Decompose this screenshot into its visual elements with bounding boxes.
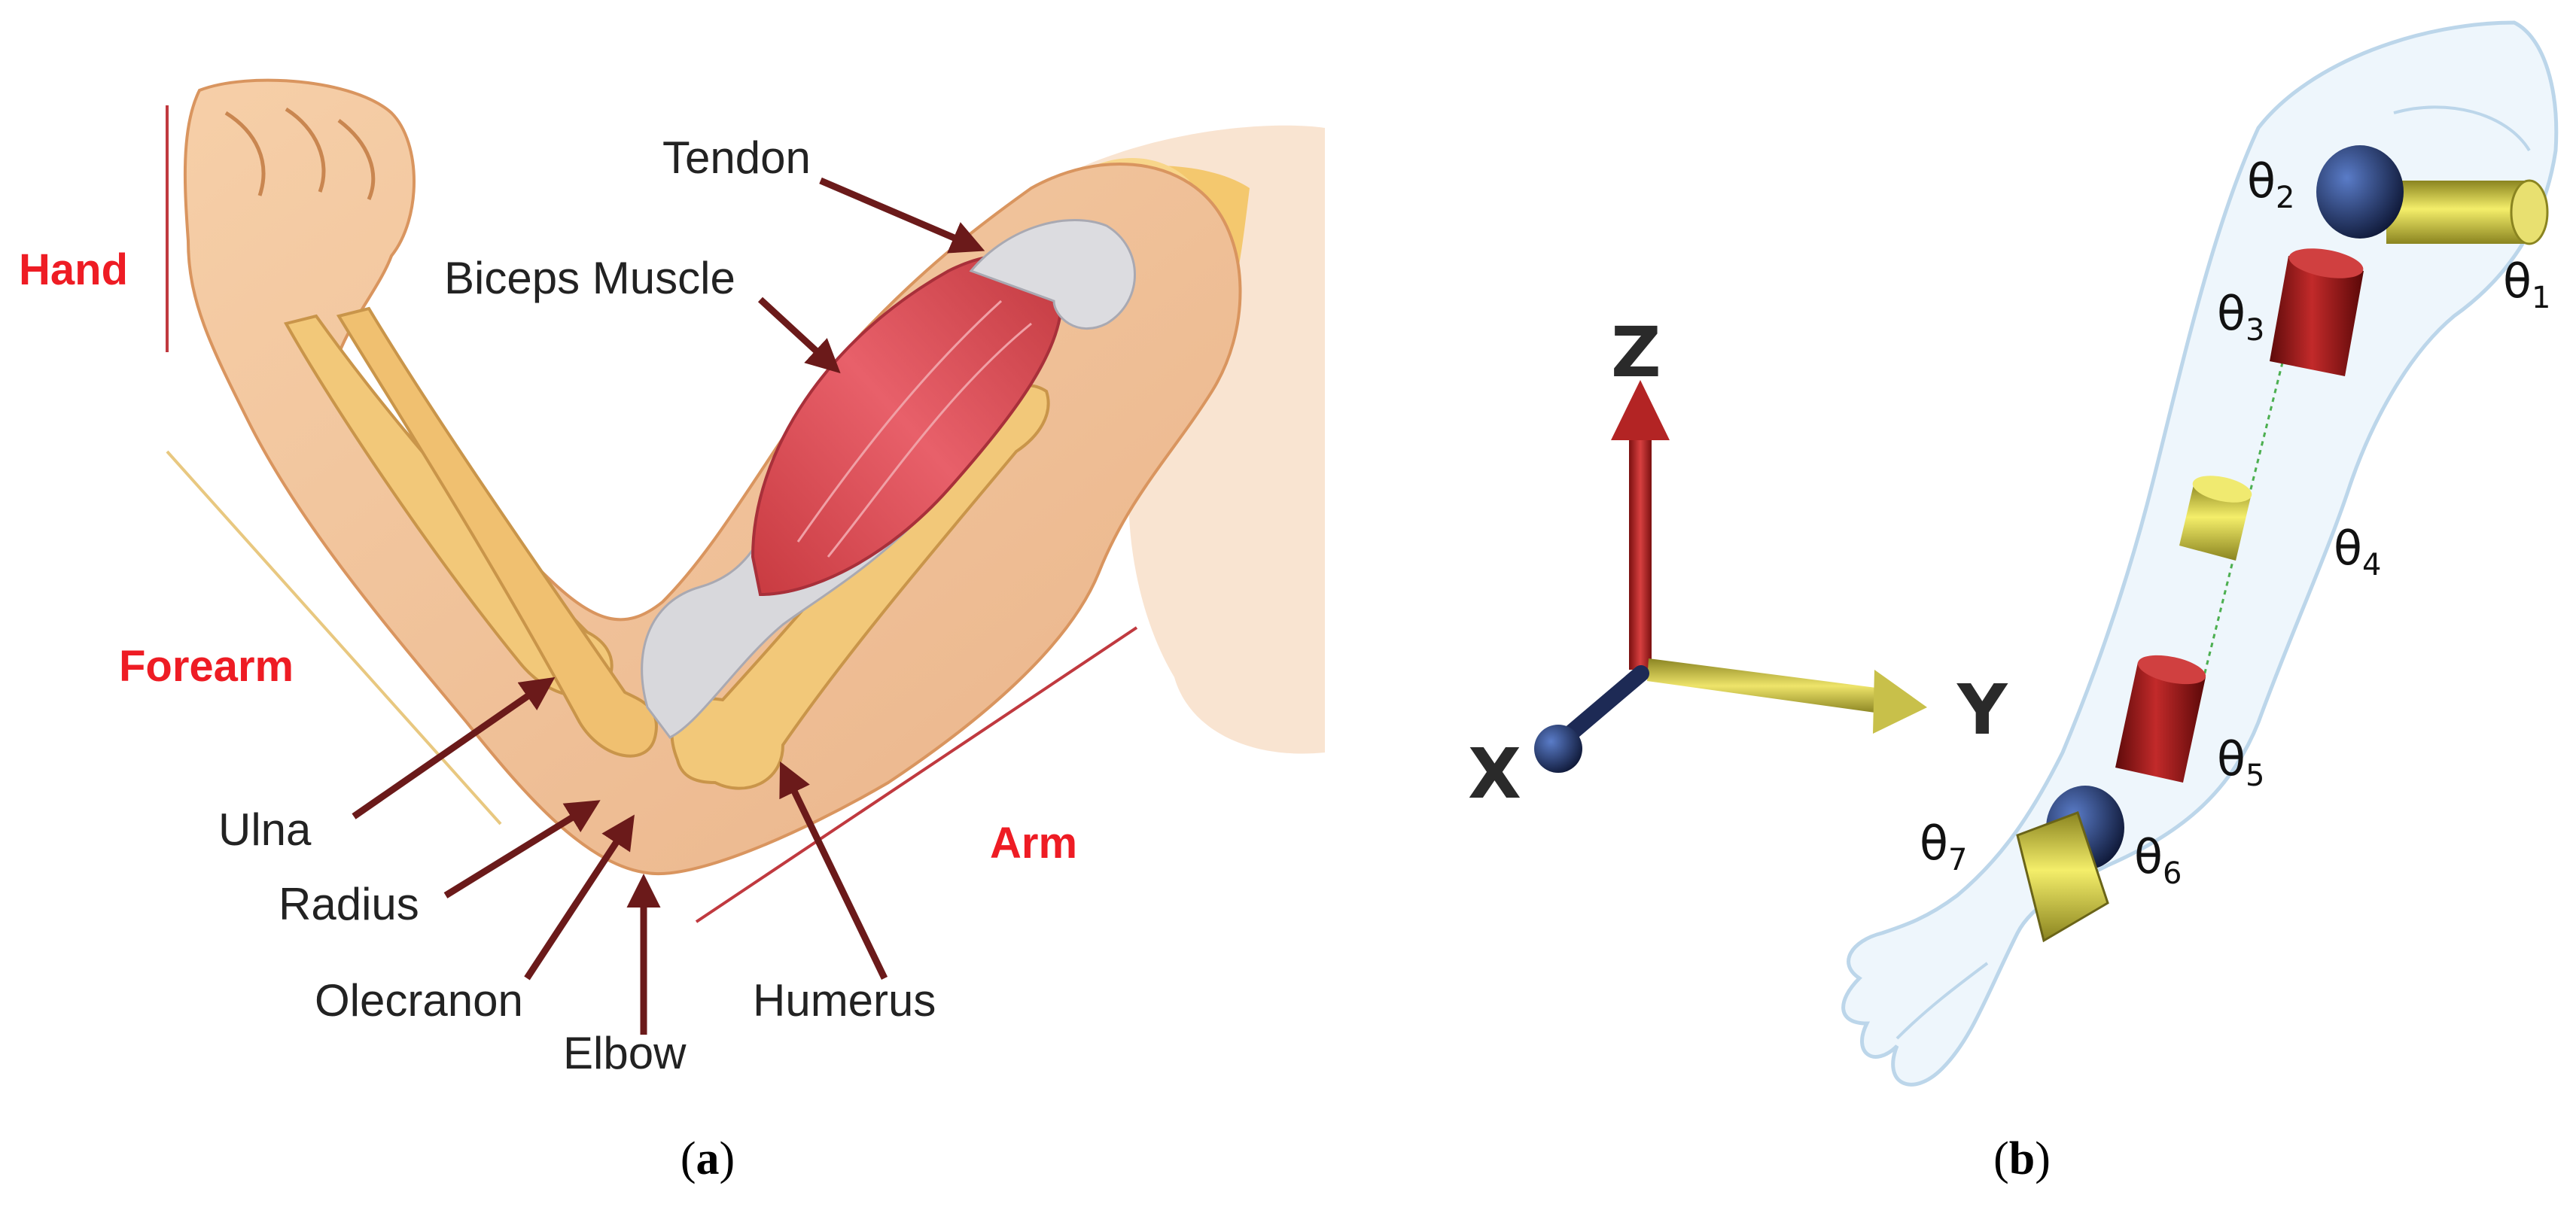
arm-guide-line — [695, 626, 1138, 923]
joint-7-block — [2016, 811, 2109, 943]
y-axis-shaft — [1647, 658, 1882, 713]
joint-1-cylinder — [2386, 179, 2549, 245]
axis-label-z: Z — [1611, 312, 1661, 393]
caption-b: (b) — [1993, 1133, 2051, 1184]
biceps-arrow — [757, 296, 841, 374]
forearm-guide-line — [166, 450, 502, 825]
panel-b-kinematic-model: Z Y X — [1468, 20, 2559, 1184]
label-humerus: Humerus — [753, 975, 936, 1026]
humerus-arrow — [779, 761, 888, 980]
region-forearm: Forearm — [119, 642, 294, 691]
humerus-bone — [670, 384, 1050, 790]
x-axis-ball — [1534, 725, 1582, 773]
joint-label-3: θ3 — [2217, 286, 2264, 348]
label-tendon: Tendon — [662, 132, 811, 183]
joint-label-5: θ5 — [2217, 731, 2264, 793]
joint-label-1: θ1 — [2503, 254, 2550, 315]
panel-a-anatomy: Tendon Biceps Muscle Ulna Radius Olecran… — [19, 78, 1325, 1184]
joints — [2016, 145, 2549, 943]
biceps-muscle — [641, 219, 1136, 739]
olecranon-arrow — [524, 814, 635, 980]
region-arm: Arm — [990, 819, 1077, 868]
bones — [283, 306, 1050, 790]
coordinate-axes: Z Y X — [1468, 312, 2008, 814]
joint-3-cylinder — [2270, 248, 2364, 376]
joint-4-cylinder — [2179, 476, 2252, 561]
z-axis-head — [1611, 380, 1670, 440]
joint-5-cylinder — [2115, 655, 2206, 783]
radius-bone — [336, 306, 658, 758]
radius-arrow — [443, 800, 601, 898]
tendon-arrow — [819, 177, 985, 254]
label-radius: Radius — [279, 879, 419, 929]
axis-label-x: X — [1468, 734, 1521, 814]
caption-a: (a) — [681, 1133, 735, 1184]
joint-2-sphere — [2316, 145, 2404, 239]
z-axis-shaft — [1629, 436, 1652, 670]
pointer-arrows — [352, 177, 985, 1035]
label-olecranon: Olecranon — [315, 975, 523, 1026]
axis-label-y: Y — [1956, 670, 2008, 750]
joint-label-2: θ2 — [2247, 154, 2294, 215]
label-ulna: Ulna — [218, 804, 312, 855]
x-axis-shaft — [1557, 665, 1649, 746]
joint-label-6: θ6 — [2134, 829, 2182, 891]
joint-label-4: θ4 — [2334, 521, 2381, 582]
joint-label-7: θ7 — [1920, 816, 1967, 877]
label-elbow: Elbow — [563, 1028, 687, 1078]
label-biceps-muscle: Biceps Muscle — [444, 253, 735, 303]
region-hand: Hand — [19, 245, 128, 294]
ulna-arrow — [352, 676, 556, 819]
y-axis-head — [1873, 670, 1927, 734]
